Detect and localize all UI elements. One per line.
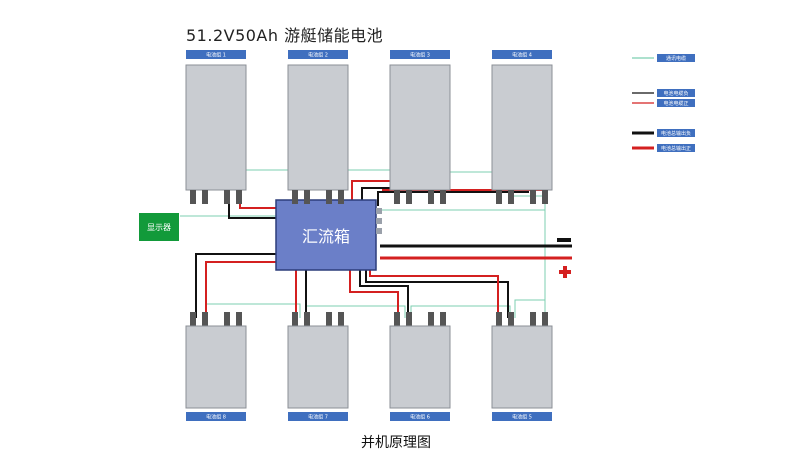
svg-text:电池总输出正: 电池总输出正 bbox=[661, 145, 691, 152]
battery-pack-7: 电池组 7 bbox=[287, 312, 349, 421]
svg-text:电池总输出负: 电池总输出负 bbox=[661, 130, 691, 137]
page-title: 51.2V50Ah 游艇储能电池 bbox=[186, 26, 384, 45]
battery-pack-4: 电池组 4 bbox=[491, 50, 553, 204]
battery-pack-2: 电池组 2 bbox=[287, 50, 349, 204]
svg-text:电池组 7: 电池组 7 bbox=[308, 414, 328, 421]
combiner-box bbox=[275, 199, 377, 271]
plus-sign-icon bbox=[559, 266, 571, 278]
legend: 通讯电缆 电池电缆负 电池电缆正 电池总输出负 电池总输出正 bbox=[632, 54, 695, 152]
svg-text:电池组 5: 电池组 5 bbox=[512, 414, 532, 421]
svg-text:电池组 3: 电池组 3 bbox=[410, 52, 430, 59]
legend-item-neg: 电池电缆负 bbox=[632, 89, 695, 97]
bottom-battery-cables bbox=[195, 253, 509, 318]
battery-pack-5: 电池组 5 bbox=[491, 312, 553, 421]
diagram-caption: 并机原理图 bbox=[361, 435, 431, 451]
battery-pack-1: 电池组 1 bbox=[185, 50, 247, 204]
display-label: 显示器 bbox=[147, 223, 171, 232]
minus-sign-icon bbox=[557, 238, 571, 242]
legend-item-pos: 电池电缆正 bbox=[632, 99, 695, 107]
combiner-port-1 bbox=[376, 208, 382, 214]
combiner-port-3 bbox=[376, 228, 382, 234]
main-output-cables bbox=[380, 244, 572, 260]
svg-text:电池电缆负: 电池电缆负 bbox=[663, 90, 688, 97]
svg-text:电池组 4: 电池组 4 bbox=[512, 52, 532, 59]
combiner-port-2 bbox=[376, 218, 382, 224]
svg-text:电池组 6: 电池组 6 bbox=[410, 414, 430, 421]
svg-text:通讯电缆: 通讯电缆 bbox=[666, 55, 686, 62]
battery-pack-3: 电池组 3 bbox=[389, 50, 451, 204]
legend-item-main-neg: 电池总输出负 bbox=[632, 129, 695, 137]
legend-item-comm: 通讯电缆 bbox=[632, 54, 695, 62]
battery-pack-8: 电池组 8 bbox=[185, 312, 247, 421]
legend-item-main-pos: 电池总输出正 bbox=[632, 144, 695, 152]
svg-text:电池组 8: 电池组 8 bbox=[206, 414, 226, 421]
svg-text:电池组 1: 电池组 1 bbox=[206, 52, 226, 59]
combiner-label: 汇流箱 bbox=[302, 227, 350, 246]
battery-pack-6: 电池组 6 bbox=[389, 312, 451, 421]
display-unit bbox=[139, 213, 179, 241]
svg-text:电池组 2: 电池组 2 bbox=[308, 52, 328, 59]
svg-text:电池电缆正: 电池电缆正 bbox=[663, 100, 688, 107]
